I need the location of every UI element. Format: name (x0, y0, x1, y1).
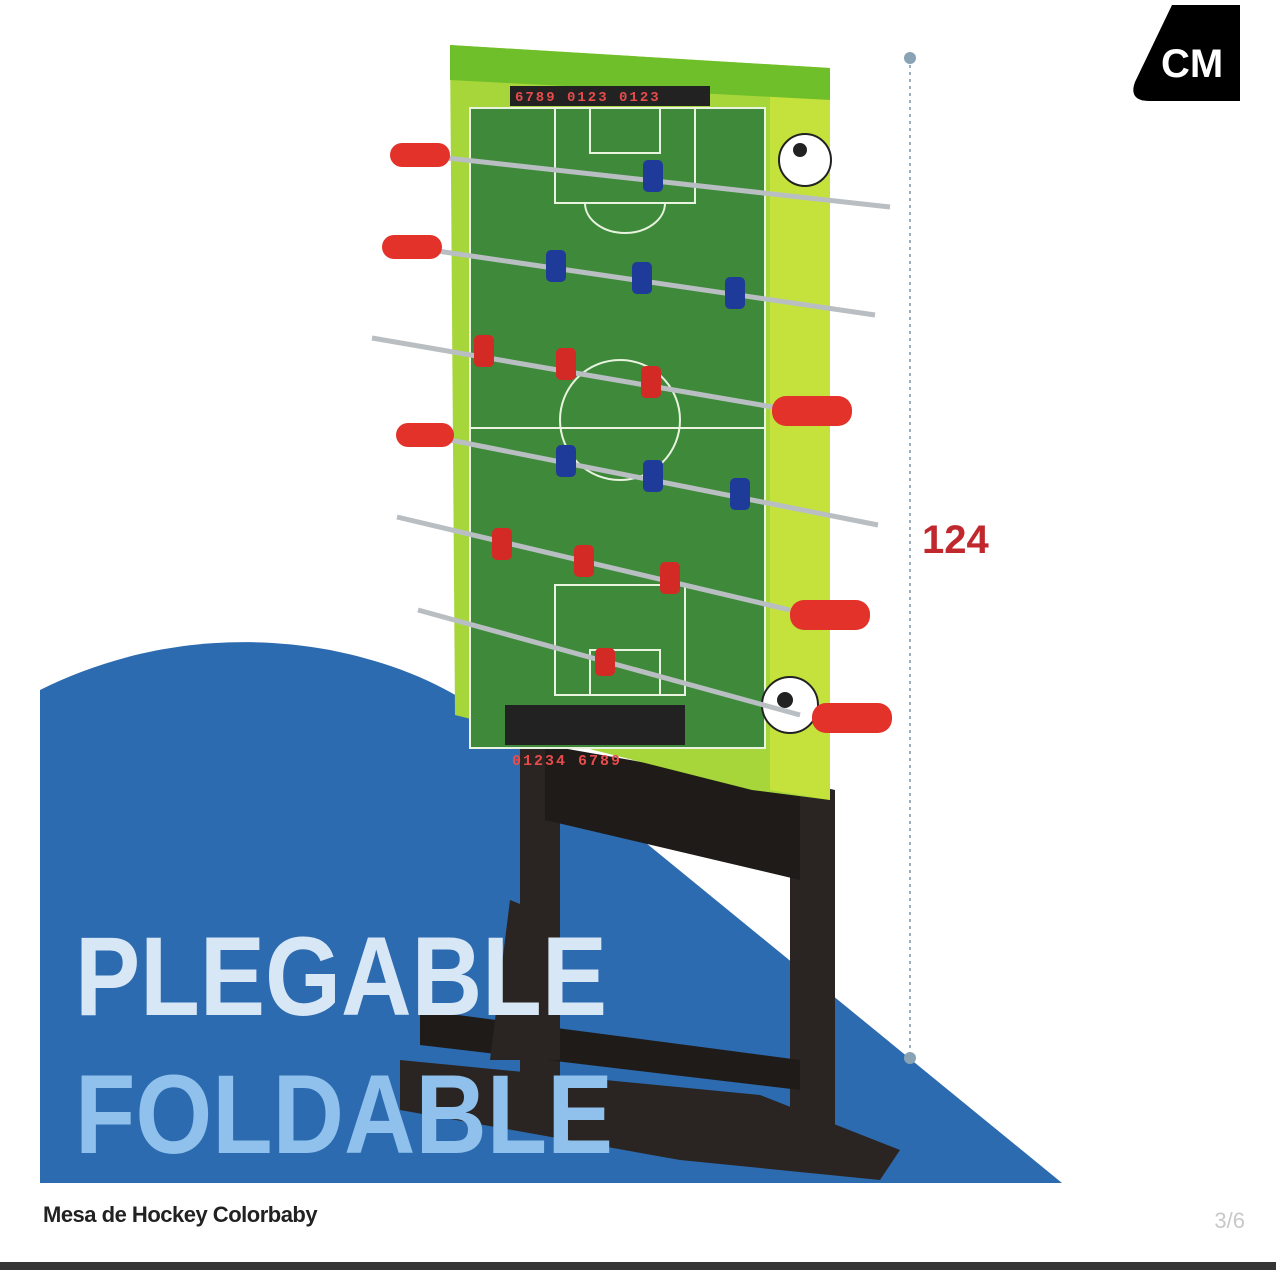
image-counter: 3/6 (1214, 1208, 1245, 1233)
image-caption: Mesa de Hockey Colorbaby (43, 1202, 318, 1227)
soccer-ball-icon (778, 133, 832, 187)
headline-plegable: PLEGABLE (75, 914, 607, 1039)
bottom-bar (0, 1262, 1276, 1270)
players-red (474, 335, 680, 676)
product-image: 6789 0123 0123 01234 6789 (40, 5, 1240, 1183)
dimension-label: 124 (922, 518, 989, 562)
cm-badge (1133, 5, 1240, 101)
score-bottom: 01234 6789 (512, 753, 622, 770)
score-top: 6789 0123 0123 (515, 90, 661, 106)
players-blue (546, 160, 750, 510)
headline-foldable: FOLDABLE (75, 1052, 613, 1177)
cm-badge-label: CM (1161, 42, 1223, 86)
